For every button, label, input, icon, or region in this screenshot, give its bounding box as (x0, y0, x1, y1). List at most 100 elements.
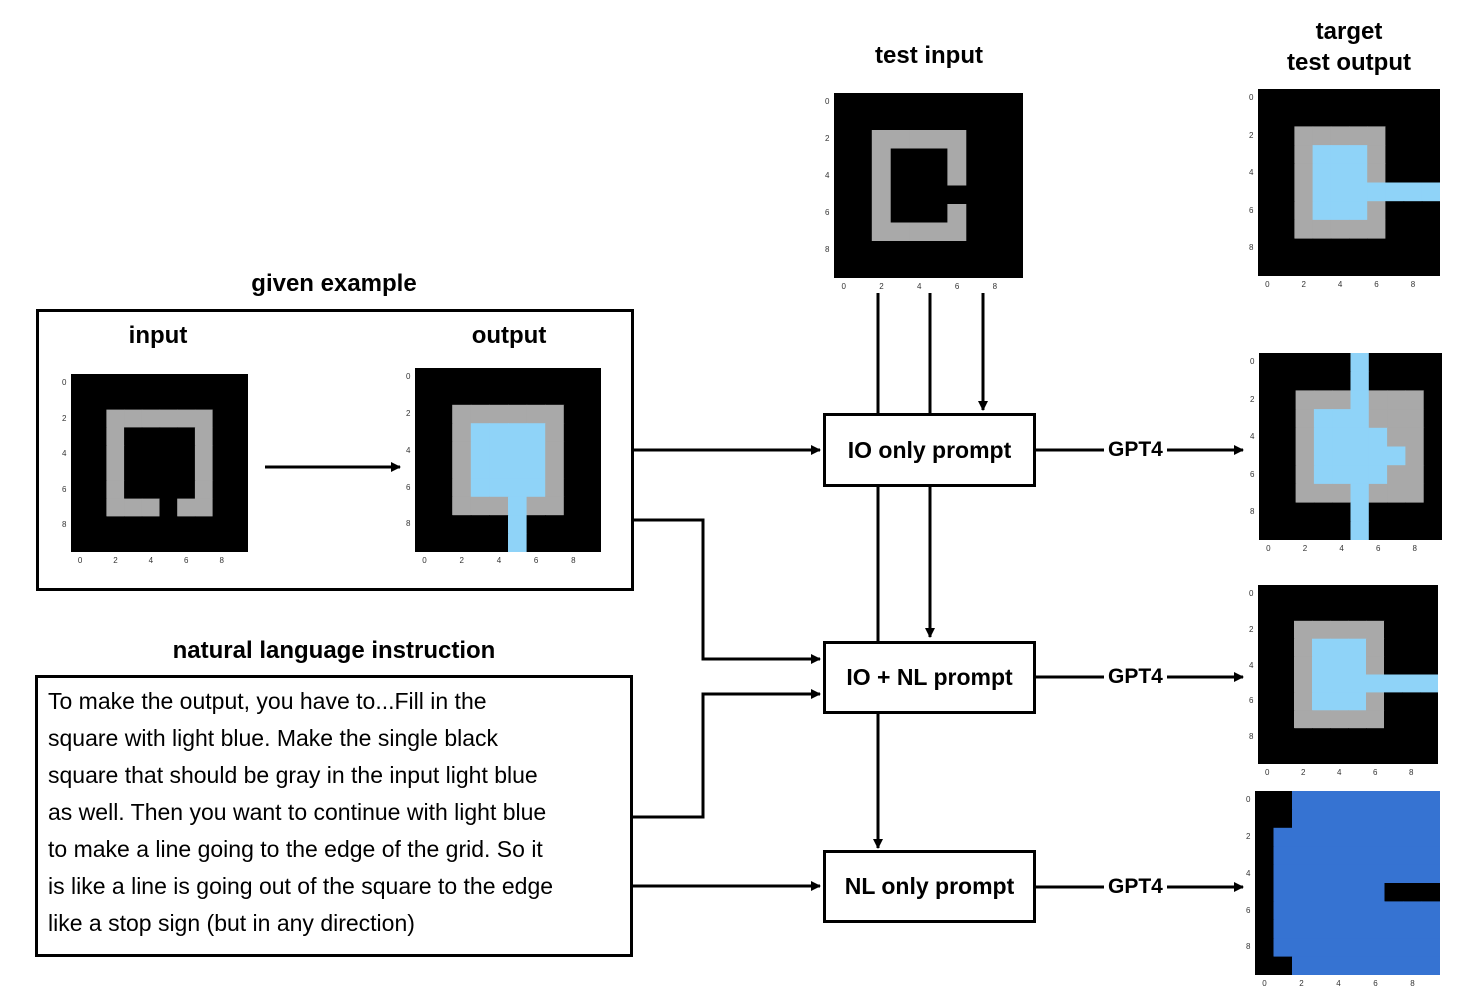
grid-cell (177, 463, 196, 482)
grid-cell (1403, 919, 1423, 939)
x-tick-label: 2 (459, 556, 464, 565)
grid-cell (1387, 483, 1406, 504)
grid-cell (1004, 241, 1023, 261)
grid-cell (1330, 126, 1350, 146)
grid-cell (508, 386, 528, 406)
grid-cell (1402, 638, 1421, 658)
x-tick-label: 4 (1336, 979, 1341, 988)
grid-cell (230, 409, 248, 428)
grid-cell (141, 445, 161, 464)
grid-cell (1310, 919, 1330, 939)
y-tick-label: 2 (825, 134, 830, 144)
grid-cell (71, 463, 90, 482)
grid-cell (1292, 938, 1312, 958)
x-tick-label: 4 (1337, 768, 1342, 777)
grid-cell (1405, 353, 1425, 373)
grid-cell (1294, 107, 1314, 127)
grid-cell (212, 409, 231, 428)
grid-cell (1255, 791, 1275, 810)
grid-cell (1347, 827, 1367, 847)
grid-cell (452, 368, 472, 387)
grid-cell (1347, 956, 1367, 975)
grid-cell (1366, 883, 1386, 902)
grid-cell (1423, 465, 1442, 485)
grid-cell (470, 496, 490, 516)
grid-cell (124, 409, 143, 428)
grid-cell (1004, 130, 1023, 150)
grid-cell (1350, 521, 1370, 540)
grid-cell (1387, 502, 1406, 522)
grid-cell (909, 241, 930, 261)
grid-cell (106, 445, 125, 464)
x-tick-label: 6 (184, 556, 189, 565)
grid-cell (194, 445, 214, 464)
grid-cell (124, 463, 143, 482)
grid-cell (433, 515, 453, 535)
grid-cell (1276, 638, 1295, 658)
grid-cell (526, 368, 546, 387)
grid-cell (928, 167, 948, 187)
grid-cell (1348, 728, 1367, 747)
x-tick-label: 0 (1265, 280, 1270, 289)
grid-cell (1329, 901, 1349, 921)
nl-line: square that should be gray in the input … (48, 762, 538, 788)
grid-cell (1332, 371, 1352, 391)
target-output-label-line1: target (1315, 18, 1383, 45)
grid-cell (508, 533, 528, 552)
grid-cell (1350, 427, 1370, 448)
example-to-ionl-arrow (634, 518, 821, 664)
grid-cell (1312, 163, 1332, 184)
nl-only-prompt-box: NL only prompt (823, 850, 1036, 923)
grid-cell (1366, 602, 1385, 622)
grid-cell (1329, 809, 1349, 829)
y-tick-label: 4 (825, 171, 830, 181)
grid-cell (1385, 219, 1405, 240)
grid-cell (1258, 257, 1277, 276)
grid-cell (230, 498, 248, 517)
grid-cell (1403, 145, 1423, 165)
grid-cell (1330, 145, 1350, 165)
y-tick-label: 0 (406, 372, 411, 382)
grid-cell (489, 460, 509, 479)
grid-cell (1255, 864, 1275, 884)
grid-cell (1349, 89, 1368, 109)
grid-cell (1259, 353, 1278, 373)
grid-cell (1366, 674, 1385, 693)
grid-cell (1405, 390, 1425, 410)
grid-cell (1255, 919, 1275, 939)
grid-cell (415, 386, 435, 406)
grid-cell (489, 423, 509, 443)
grid-cell (1421, 89, 1440, 109)
grid-cell (1366, 728, 1385, 747)
grid-cell (1277, 465, 1297, 485)
grid-cell (1310, 827, 1330, 847)
grid-cell (1329, 864, 1349, 884)
grid-cell (1347, 846, 1367, 866)
grid-cell (141, 463, 161, 482)
grid-cell (1403, 163, 1423, 184)
grid-cell (1350, 390, 1370, 410)
grid-cell (947, 130, 967, 150)
grid-cell (1330, 585, 1349, 604)
grid-cell (1294, 201, 1314, 221)
grid-cell (563, 423, 583, 443)
grid-cell (526, 496, 546, 516)
grid-cell (1294, 728, 1313, 747)
grid-cell (1384, 710, 1403, 729)
grid-cell (582, 368, 601, 387)
grid-cell (928, 148, 948, 168)
grid-cell (230, 445, 248, 464)
grid-cell (834, 167, 854, 187)
grid-cell (1294, 638, 1313, 658)
grid-cell (909, 222, 930, 242)
grid-cell (159, 445, 178, 464)
grid-cell (1402, 692, 1421, 711)
grid-cell (452, 460, 472, 479)
grid-cell (470, 478, 490, 498)
grid-cell (563, 368, 583, 387)
grid-cell (106, 498, 125, 517)
grid-cell (1403, 827, 1423, 847)
y-tick-label: 6 (406, 482, 411, 492)
y-tick-label: 0 (1249, 93, 1254, 103)
